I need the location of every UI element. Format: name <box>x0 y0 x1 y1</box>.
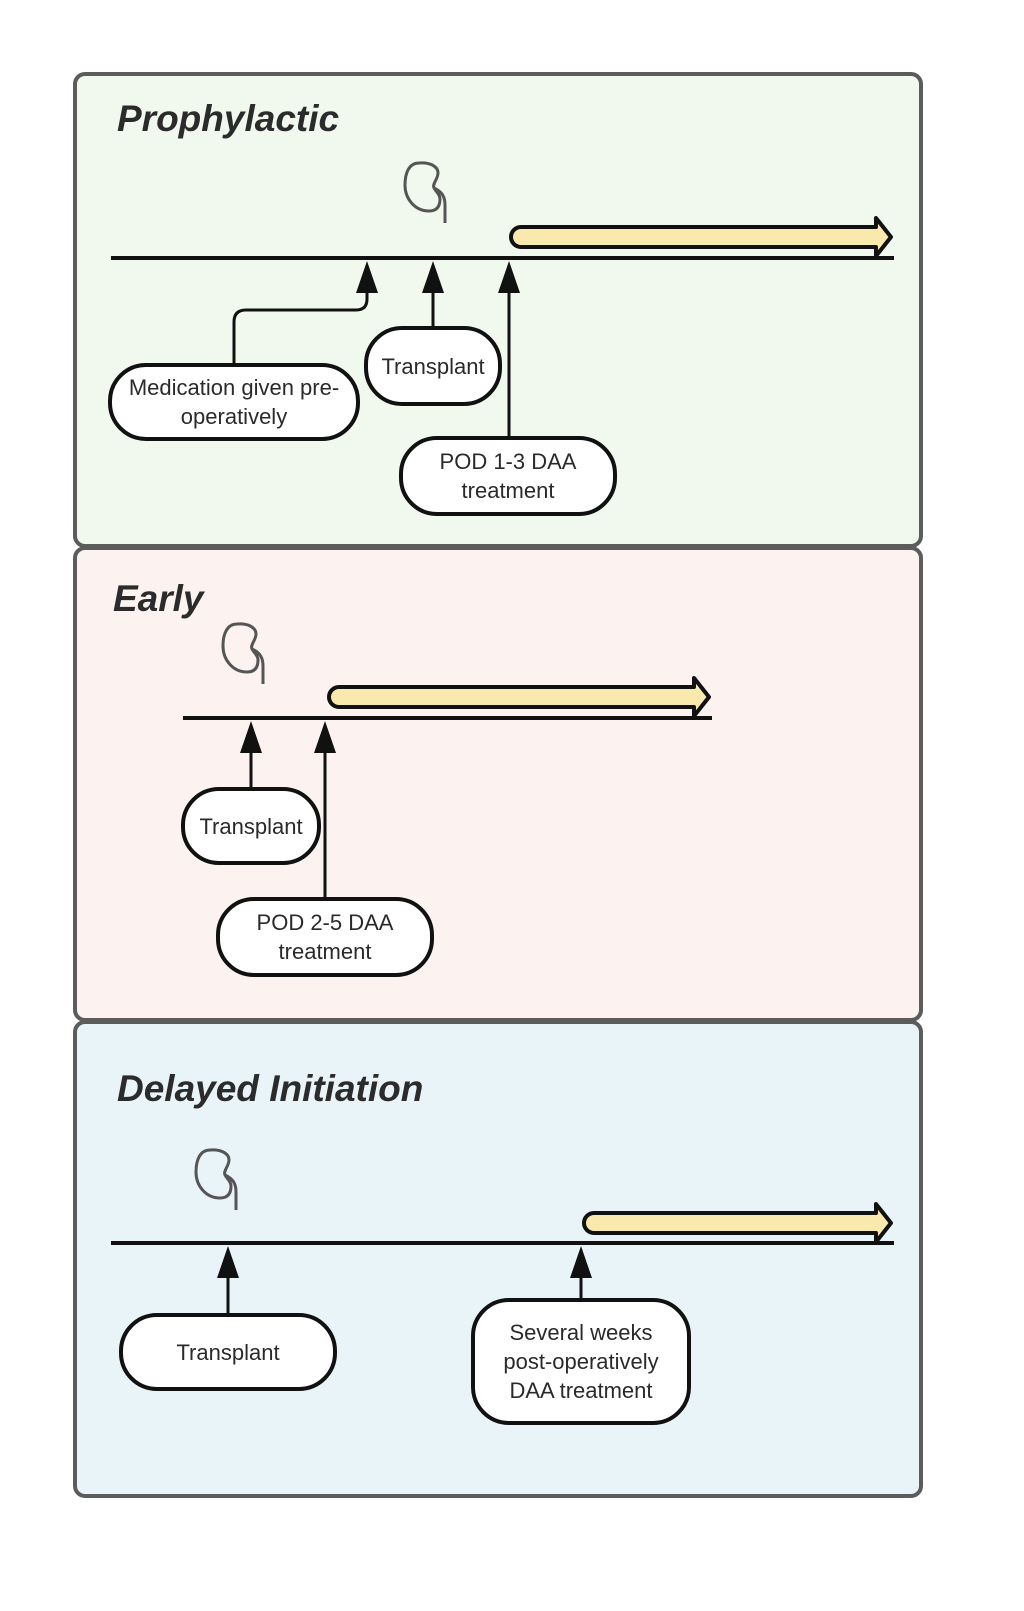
kidney-icon <box>194 1148 238 1212</box>
event-box-transplant: Transplant <box>119 1313 337 1391</box>
event-box-medication-preoperative: Medication given pre-operatively <box>108 363 360 441</box>
kidney-icon <box>403 161 447 225</box>
event-box-pod-1-3-daa-treatment: POD 1-3 DAA treatment <box>399 436 617 516</box>
panel-title-early: Early <box>113 578 204 619</box>
event-box-pod-2-5-daa-treatment: POD 2-5 DAA treatment <box>216 897 434 977</box>
arrow-daa-treatment <box>498 261 520 436</box>
arrow-transplant <box>240 721 262 787</box>
treatment-bar <box>327 676 711 718</box>
arrow-transplant <box>217 1246 239 1313</box>
arrow-daa-treatment <box>570 1246 592 1298</box>
panel-title-prophylactic: Prophylactic <box>117 98 340 139</box>
arrow-transplant <box>422 261 444 326</box>
event-box-several-weeks-daa-treatment: Several weeks post-operatively DAA treat… <box>471 1298 691 1425</box>
treatment-bar <box>582 1202 893 1244</box>
treatment-bar <box>509 216 893 258</box>
panel-title-delayed-initiation: Delayed Initiation <box>117 1068 424 1109</box>
event-box-transplant: Transplant <box>364 326 502 406</box>
kidney-icon <box>221 622 265 686</box>
event-box-transplant: Transplant <box>181 787 321 865</box>
arrow-medication <box>232 261 378 364</box>
arrow-daa-treatment <box>314 721 336 897</box>
